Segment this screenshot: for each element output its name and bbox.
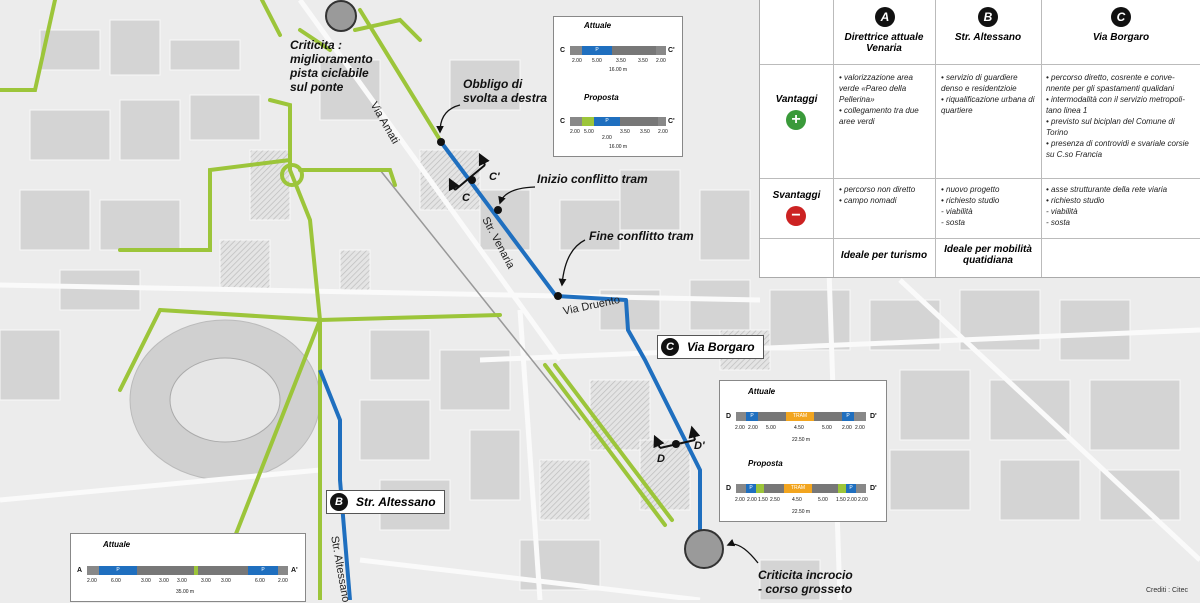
- credit-text: Crediti : Citec: [1145, 587, 1188, 594]
- minus-icon: −: [786, 206, 806, 226]
- row-label-svantaggi: Svantaggi: [772, 190, 821, 201]
- cross-section-c-proposta-total: 16.00 m: [609, 144, 628, 150]
- cross-section-c-proposta-title: Proposta: [584, 93, 619, 102]
- section-d-prime: D': [694, 440, 705, 452]
- column-letter-b: B: [978, 7, 998, 27]
- column-title-a: Direttrice attuale Venaria: [844, 32, 924, 54]
- critical-points: [325, 0, 724, 569]
- cell-svantaggi-c: • asse strutturante della rete viaria • …: [1046, 185, 1168, 227]
- annotation-criticita-ponte: Criticita : miglioramento pista ciclabil…: [290, 38, 373, 94]
- cross-section-c-end: C': [668, 47, 675, 54]
- cross-section-d-proposta-total: 22.50 m: [792, 509, 811, 515]
- route-letter-c: C: [661, 338, 679, 356]
- green-cycle-paths: [0, 0, 674, 600]
- cross-section-d-proposta-title: Proposta: [748, 459, 783, 468]
- plus-icon: +: [786, 110, 806, 130]
- cell-vantaggi-a: • valorizzazione area verde «Pareo della…: [839, 73, 919, 126]
- route-label-c: Via Borgaro: [687, 340, 755, 354]
- cross-section-d-attuale-title: Attuale: [748, 387, 776, 396]
- cross-section-c-attuale-total: 16.00 m: [609, 67, 628, 73]
- cell-svantaggi-b: • nuovo progetto • richiesto studio - vi…: [941, 185, 1000, 227]
- annotation-criticita-incrocio: Criticita incrocio - corso grosseto: [758, 568, 853, 596]
- stadium: [129, 319, 321, 481]
- cell-svantaggi-a: • percorso non diretto • campo nomadi: [839, 185, 916, 205]
- railway: [379, 169, 581, 421]
- row-label-vantaggi: Vantaggi: [775, 94, 818, 105]
- cross-section-c-attuale-title: Attuale: [584, 21, 612, 30]
- route-badge-str-altessano: B Str. Altessano: [326, 490, 445, 514]
- column-title-b: Str. Altessano: [954, 32, 1022, 43]
- section-c-prime: C': [489, 171, 500, 183]
- column-letter-c: C: [1111, 7, 1131, 27]
- annotation-fine-tram: Fine conflitto tram: [589, 229, 694, 243]
- cross-section-d-attuale-total: 22.50 m: [792, 437, 811, 443]
- annotation-inizio-tram: Inizio conflitto tram: [537, 172, 648, 186]
- cross-section-c-start: C: [560, 47, 566, 54]
- section-d: D: [657, 453, 665, 465]
- footer-b: Ideale per mobilità quatidiana: [944, 244, 1032, 266]
- comparison-table: A B C Direttrice attuale Venaria Str. Al…: [759, 0, 1200, 278]
- cell-vantaggi-c: • percorso diretto, cosrente e conve-nne…: [1046, 73, 1189, 159]
- column-title-c: Via Borgaro: [1092, 32, 1150, 43]
- section-c: C: [462, 192, 470, 204]
- building-blocks: [0, 19, 1181, 600]
- annotation-obbligo: Obbligo di svolta a destra: [463, 77, 548, 105]
- cross-section-a-attuale-title: Attuale: [103, 540, 131, 549]
- route-b-altessano: [318, 369, 352, 600]
- route-badge-via-borgaro: C Via Borgaro: [657, 335, 764, 359]
- cross-section-box-d: Attuale D D' P TRAM P 2.00 2.00 5.00 4.5…: [719, 380, 887, 522]
- cross-section-a-total: 35.00 m: [176, 589, 195, 595]
- cross-section-box-c: Attuale C C' P 2.00 5.00 3.50 3.50 2.00 …: [553, 16, 683, 157]
- cell-vantaggi-b: • servizio di guardiere denso e resident…: [941, 73, 1035, 115]
- annotation-arrows: [436, 104, 759, 564]
- cross-section-box-a: Attuale A A' P P 2.00 6.00 3.00 3.00 3.0…: [70, 533, 306, 602]
- route-nodes: [437, 138, 680, 448]
- route-label-b: Str. Altessano: [356, 495, 436, 509]
- footer-a: Ideale per turismo: [840, 250, 928, 261]
- column-letter-a: A: [875, 7, 895, 27]
- route-letter-b: B: [330, 493, 348, 511]
